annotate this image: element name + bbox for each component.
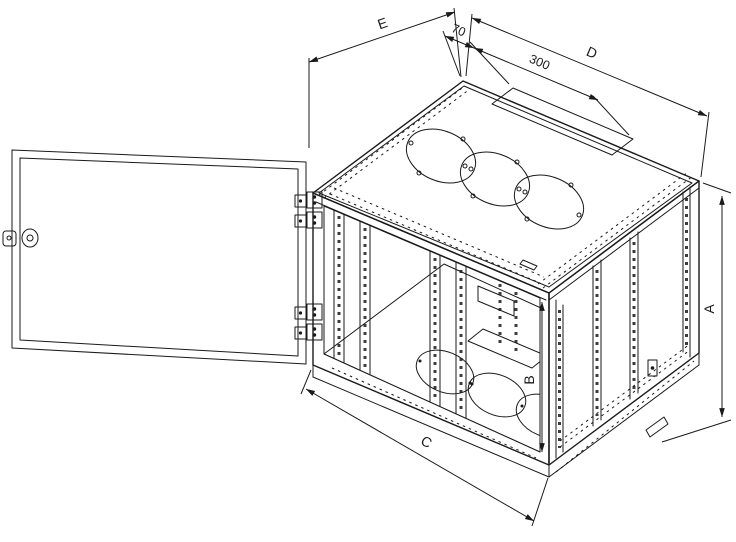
side-top-lip bbox=[548, 187, 700, 301]
front-frame-outer bbox=[312, 192, 550, 466]
dimension-label-c: C bbox=[418, 432, 435, 451]
dimension-b: B bbox=[521, 301, 545, 453]
dimension-a: A bbox=[661, 182, 732, 443]
cabinet-body bbox=[312, 80, 700, 478]
dimension-label-70: 70 bbox=[449, 21, 467, 39]
top-fan-cutout-1 bbox=[405, 128, 477, 184]
hinge-bottom bbox=[294, 303, 323, 341]
top-fan-cutout-2 bbox=[459, 151, 531, 207]
cabinet-door-open bbox=[2, 149, 307, 365]
base-vent-slots bbox=[555, 360, 695, 473]
lid-right-vent-row-1 bbox=[542, 175, 694, 289]
dimension-e: E bbox=[308, 7, 462, 148]
dimension-label-e: E bbox=[375, 14, 389, 32]
dimension-label-300: 300 bbox=[527, 52, 552, 73]
dimension-70-300: 70 300 bbox=[442, 21, 630, 136]
dimension-label-b: B bbox=[521, 375, 537, 384]
side-bottom-vent-row-2 bbox=[559, 343, 691, 442]
lid-right-vent-row-2 bbox=[537, 171, 689, 285]
lock-keyhole-icon bbox=[26, 234, 34, 242]
lid-outer-edge bbox=[312, 80, 700, 294]
wall-mount-bracket bbox=[645, 416, 669, 438]
front-mounting-rails bbox=[333, 209, 467, 419]
dimension-label-a: A bbox=[701, 304, 717, 314]
top-fan-cutout-3 bbox=[513, 174, 585, 230]
dimension-c: C bbox=[300, 369, 549, 527]
lock-barrel bbox=[21, 228, 39, 248]
lid-front-vent-row-1 bbox=[329, 193, 541, 284]
side-panel-right bbox=[548, 180, 700, 466]
cabinet-top-lid bbox=[312, 80, 700, 294]
lock-handle-tab bbox=[2, 230, 17, 247]
front-base-vent-holes bbox=[331, 367, 537, 459]
cabinet-interior bbox=[324, 209, 540, 452]
lock-tab-hole bbox=[6, 235, 12, 241]
hinge-top bbox=[294, 191, 323, 229]
door-inner-frame bbox=[19, 157, 299, 357]
floor-cable-slot bbox=[467, 328, 540, 369]
front-lid-lip bbox=[315, 201, 547, 301]
door-lock bbox=[2, 228, 39, 248]
lid-rim bbox=[318, 85, 693, 288]
lid-left-vent-row-1 bbox=[318, 85, 466, 196]
cabinet-base bbox=[312, 352, 700, 478]
side-latch bbox=[647, 359, 658, 377]
lid-front-vent-row-2 bbox=[333, 187, 545, 278]
lid-left-vent-row-2 bbox=[323, 88, 471, 199]
door-outer-panel bbox=[11, 149, 307, 365]
top-cable-slot bbox=[491, 87, 634, 156]
rear-interior-box bbox=[477, 285, 515, 317]
side-bottom-vent-row-1 bbox=[559, 349, 691, 448]
dimension-label-d: D bbox=[584, 43, 600, 62]
lid-catch bbox=[519, 259, 538, 271]
